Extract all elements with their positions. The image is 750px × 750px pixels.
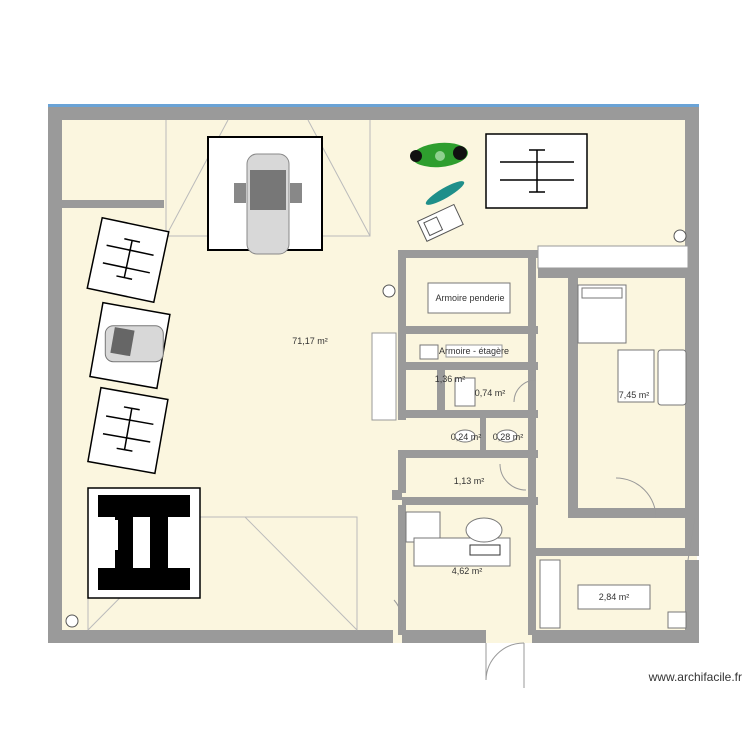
dining-table [577,584,651,610]
area-small-a: 0,24 m² [451,432,482,442]
area-closet: 1,36 m² [435,374,466,384]
area-kitchen: 2,84 m² [599,592,630,602]
laundry-chair [465,517,503,543]
toilet-small-b [496,429,518,443]
area-laundry: 4,62 m² [452,566,483,576]
toilet [454,377,476,407]
wardrobe [427,282,511,314]
area-wc: 0,74 m² [475,388,506,398]
watermark: www.archifacile.fr [648,670,742,684]
drain-icons [65,229,687,628]
area-small-b: 0,28 m² [493,432,524,442]
shelf-label: Armoire - étagère [439,346,509,356]
parking-slot-1 [86,216,170,304]
parking-slot-2 [89,301,171,390]
parking-slot-top-right [485,133,588,209]
fridge [667,611,687,629]
walls [48,106,699,643]
push-mower-icon [416,203,464,242]
armchair [657,349,687,406]
area-bedroom: 7,45 m² [619,390,650,400]
desk [617,349,655,403]
pillow [581,287,623,299]
shelf [445,344,503,358]
counter [537,245,689,269]
area-garage: 71,17 m² [292,336,328,346]
washbasin [419,344,439,360]
lawnmower-icon [410,142,468,168]
parked-car-top [207,136,323,255]
cabinet-garage [371,332,397,421]
area-hall: 1,13 m² [454,476,485,486]
treadmill [469,544,501,556]
vehicle-lift [87,487,201,599]
kitchen-counter [539,559,561,629]
parking-slot-3 [87,386,169,475]
trimmer-icon [425,181,465,205]
doors [393,379,696,688]
top-edge-line [48,104,699,107]
toilet-small-a [454,429,476,443]
wardrobe-label: Armoire penderie [435,293,504,303]
